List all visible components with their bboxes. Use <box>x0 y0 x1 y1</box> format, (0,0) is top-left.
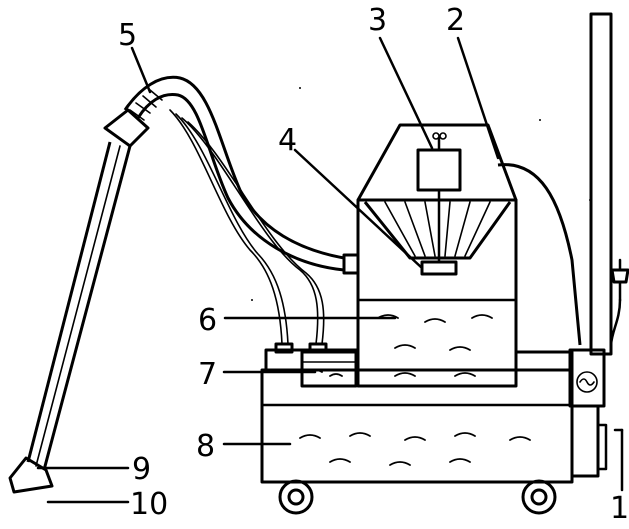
callout-6: 6 <box>198 303 217 338</box>
wheels <box>278 479 557 515</box>
fan-filter <box>363 188 512 276</box>
callout-5: 5 <box>118 18 137 53</box>
callout-7: 7 <box>198 357 217 392</box>
pump-box <box>568 348 608 478</box>
power-cable <box>497 163 582 346</box>
handle-pole <box>589 12 613 356</box>
callout-2: 2 <box>446 3 465 38</box>
leader-lines <box>36 36 624 504</box>
callout-3: 3 <box>368 3 387 38</box>
callout-10: 10 <box>130 487 168 522</box>
callout-1: 1 <box>610 491 629 526</box>
callout-8: 8 <box>196 429 215 464</box>
callout-4: 4 <box>278 123 297 158</box>
hose-inlet <box>342 253 360 275</box>
wand <box>8 108 150 494</box>
plug-icon <box>609 258 629 347</box>
clean-water-container <box>274 342 358 388</box>
suction-hose <box>123 75 345 272</box>
callout-9: 9 <box>132 452 151 487</box>
water-lines <box>169 109 325 345</box>
speckles <box>251 87 591 301</box>
callout-labels: 1 2 3 4 5 6 7 8 9 10 <box>118 3 629 526</box>
motor <box>416 132 462 192</box>
